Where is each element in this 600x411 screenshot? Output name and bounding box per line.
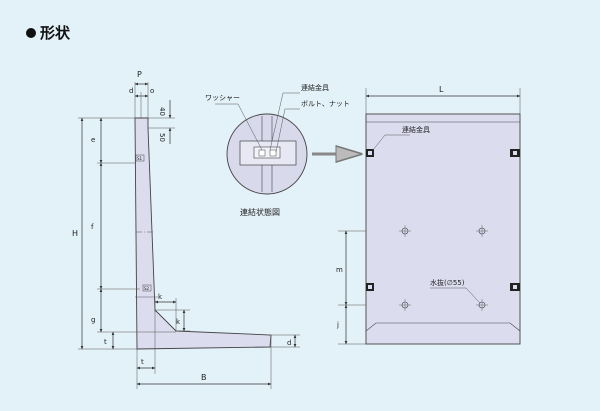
leader-bolt — [275, 108, 300, 153]
drain-holes — [399, 225, 488, 311]
washer-label: ワッシャー — [205, 94, 240, 102]
base-chamfer — [365, 322, 521, 332]
dim-d-right-label: d — [287, 339, 291, 347]
fitting-label: 連結金具 — [301, 83, 329, 92]
drain-label: 水抜(∅55) — [430, 278, 465, 287]
dim-h-label: H — [72, 229, 78, 238]
dim-50-label: 50 — [158, 133, 166, 142]
drain-hole — [476, 225, 488, 237]
washer — [258, 149, 266, 157]
dim-40-label: 40 — [158, 107, 166, 116]
connection-detail: ワッシャー 連結金具 ボルト、ナット 連結状態図 — [205, 83, 360, 217]
dim-b-label: B — [201, 373, 207, 382]
detail-caption: 連結状態図 — [240, 207, 280, 217]
front-view: L 連結金具 — [336, 85, 521, 345]
dim-k2-label: k — [176, 318, 181, 326]
wall-front-panel — [365, 113, 521, 345]
drain-hole — [399, 225, 411, 237]
dim-t-bottom-label: t — [141, 358, 144, 366]
leader-washer — [215, 103, 263, 151]
dim-e-label: e — [91, 136, 95, 144]
dim-p-label: P — [137, 70, 142, 79]
dim-d-top-label: d — [129, 87, 133, 95]
dim-g-label: g — [91, 316, 95, 324]
mark-s2: S2 — [144, 286, 150, 291]
section-title-text: 形状 — [40, 24, 71, 42]
leader-front-fitting — [372, 134, 410, 151]
dim-f-label: f — [91, 223, 94, 231]
front-fitting-label: 連結金具 — [402, 125, 430, 134]
section-view: S1 S2 P d o 40 50 e f g H t — [72, 70, 300, 389]
bullet-icon — [26, 27, 36, 38]
leader-drain — [430, 287, 481, 304]
insert-mark-lower — [142, 284, 152, 292]
bolt-label: ボルト、ナット — [301, 100, 350, 108]
mark-s1: S1 — [137, 156, 143, 161]
dim-k1-label: k — [158, 293, 163, 301]
drain-hole — [476, 299, 488, 311]
dim-t-left-label: t — [104, 338, 107, 346]
section-title: 形状 — [26, 22, 70, 43]
bolt-nut — [253, 146, 281, 159]
dim-o-label: o — [150, 87, 154, 95]
drain-hole — [399, 299, 411, 311]
dim-j-label: j — [336, 321, 339, 329]
dim-m-label: m — [336, 266, 343, 274]
leader-fitting — [269, 92, 300, 151]
insert-mark-upper — [135, 154, 145, 162]
dim-l-label: L — [439, 85, 444, 94]
